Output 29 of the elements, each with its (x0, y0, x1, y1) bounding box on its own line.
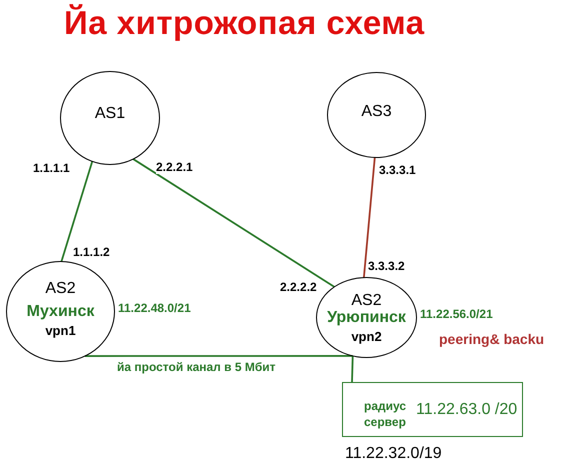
server-box (342, 382, 523, 437)
diagram-title: Йа хитрожопая схема (64, 4, 425, 42)
link-line (85, 355, 353, 357)
ip-address: 3.3.3.1 (379, 163, 416, 177)
as-label: AS2 (351, 290, 382, 310)
vpn-label: vpn2 (351, 328, 382, 344)
as-label: AS1 (94, 104, 126, 124)
peering-note: peering& backu (439, 331, 544, 347)
ip-address: 1.1.1.1 (33, 161, 70, 175)
ip-address: 2.2.2.2 (280, 280, 317, 294)
subnet-label: 11.22.63.0 /20 (416, 400, 518, 420)
as-label: AS2 (45, 278, 76, 298)
city-name: Урюпинск (327, 308, 406, 328)
link-line (351, 356, 354, 382)
subnet-label: 11.22.48.0/21 (118, 301, 191, 315)
server-label: радиус сервер (364, 398, 406, 430)
ip-address: 1.1.1.2 (73, 245, 110, 259)
ip-address: 3.3.3.2 (368, 259, 405, 273)
as-circle (6, 261, 115, 362)
city-name: Мухинск (26, 302, 94, 322)
link-line (362, 157, 376, 278)
link-line (132, 158, 335, 288)
vpn-label: vpn1 (45, 322, 76, 338)
subnet-label: 11.22.56.0/21 (420, 307, 493, 321)
as-label: AS3 (361, 102, 392, 122)
edge-label: йа простой канал в 5 Мбит (117, 360, 276, 374)
as-circle (327, 72, 426, 158)
ip-address: 2.2.2.1 (156, 160, 193, 174)
link-line (60, 161, 94, 262)
